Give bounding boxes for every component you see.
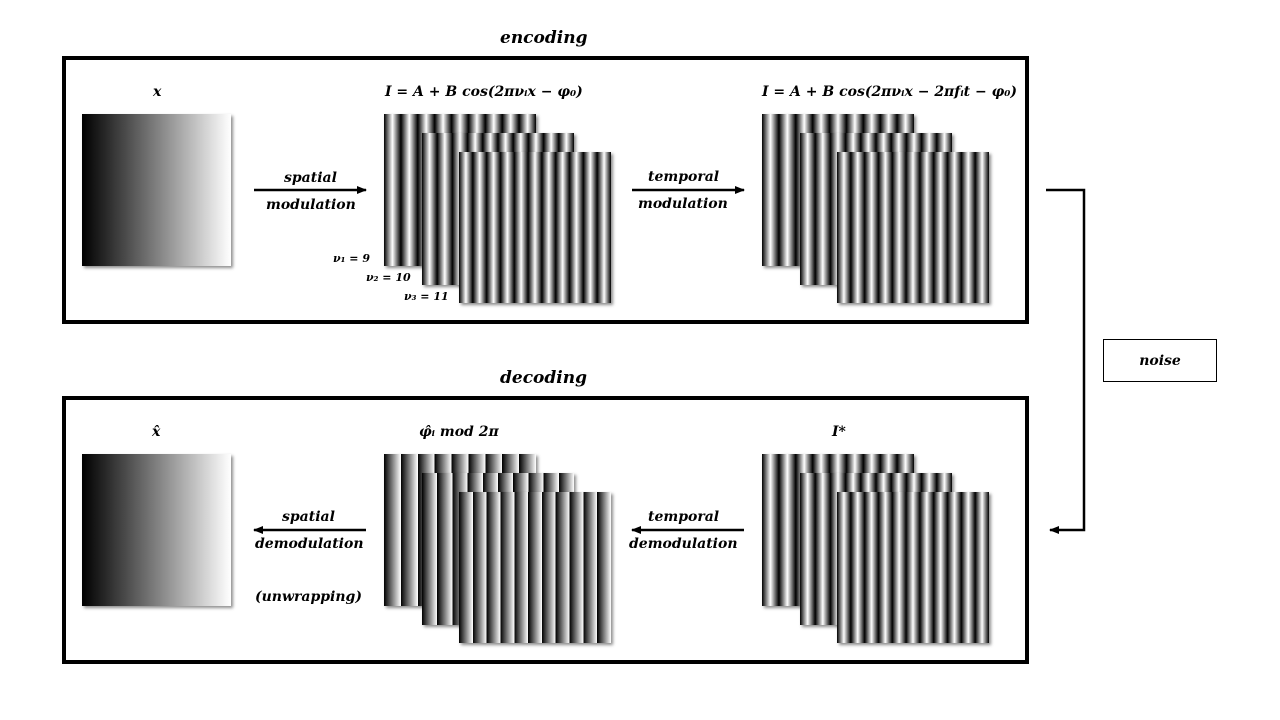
frequency-label-2: ν₂ = 10	[366, 271, 411, 284]
temporal-fringe-3	[837, 152, 989, 303]
encoding-title: encoding	[500, 28, 588, 48]
input-x-label: x	[153, 84, 162, 100]
noise-label: noise	[1139, 352, 1181, 369]
temporal-modulation-label-1: temporal	[648, 169, 720, 185]
fringe-pattern-v3	[459, 152, 611, 303]
channel-connector	[1046, 188, 1086, 534]
spatial-modulation-label-1: spatial	[284, 170, 337, 186]
temporal-formula: I = A + B cos(2πνᵢx − 2πfᵢt − φ₀)	[762, 84, 1018, 100]
temporal-modulation-label-2: modulation	[638, 196, 728, 212]
spatial-formula: I = A + B cos(2πνᵢx − φ₀)	[385, 84, 583, 100]
spatial-demodulation-label-2: demodulation	[255, 536, 364, 552]
spatial-modulation-label-2: modulation	[266, 197, 356, 213]
frequency-label-3: ν₃ = 11	[404, 290, 449, 303]
unwrapping-note: (unwrapping)	[255, 589, 362, 605]
decoding-title: decoding	[500, 368, 587, 388]
temporal-demodulation-label-2: demodulation	[629, 536, 738, 552]
output-gradient-image	[82, 454, 231, 606]
temporal-demodulation-label-1: temporal	[648, 509, 720, 525]
frequency-label-1: ν₁ = 9	[333, 252, 370, 265]
input-gradient-image	[82, 114, 231, 266]
received-label: I*	[832, 424, 846, 440]
wrapped-phase-3	[459, 492, 611, 643]
output-x-hat-label: x̂	[152, 424, 161, 440]
received-fringe-3	[837, 492, 989, 643]
spatial-demodulation-label-1: spatial	[282, 509, 335, 525]
phase-label: φ̂ᵢ mod 2π	[419, 424, 499, 440]
noise-box: noise	[1103, 339, 1217, 382]
